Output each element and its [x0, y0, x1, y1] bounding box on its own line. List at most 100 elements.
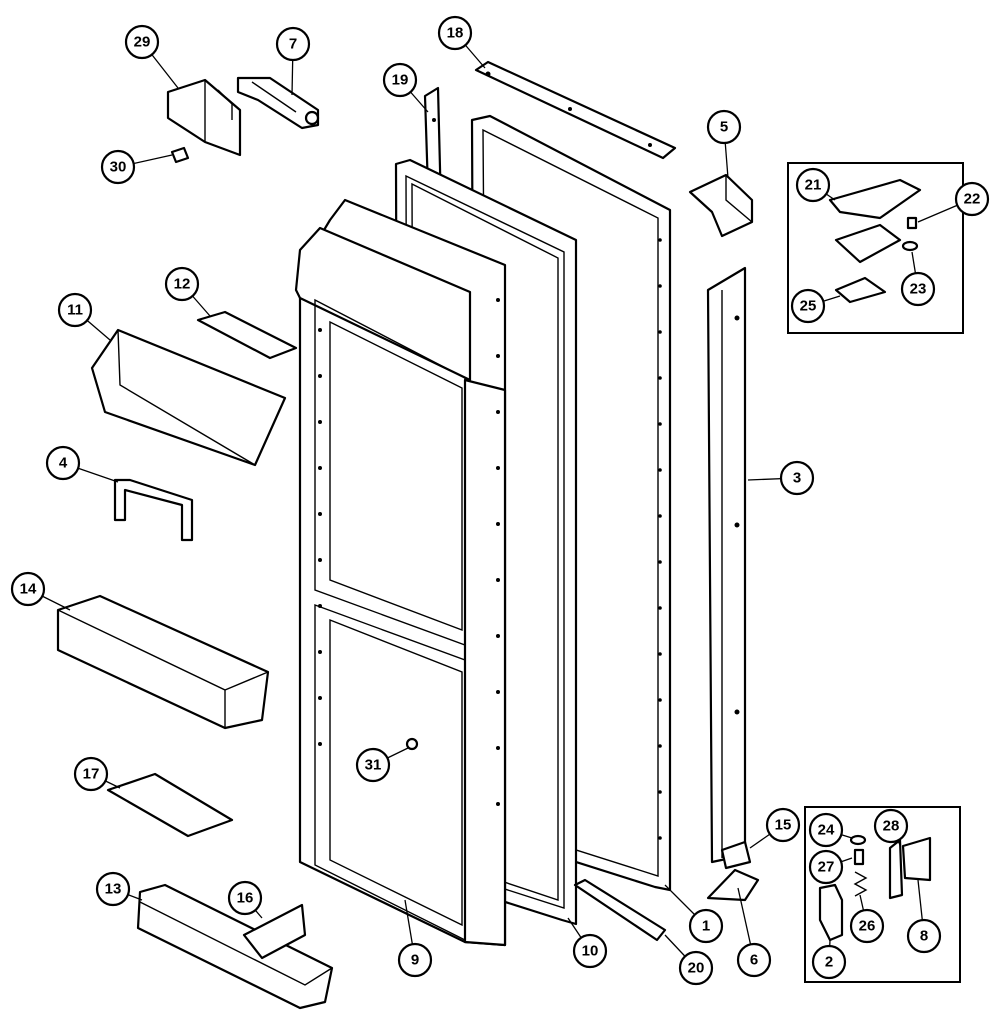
callout-c8: 8 [906, 918, 942, 954]
callout-c13: 13 [95, 871, 131, 907]
callout-number: 26 [859, 918, 876, 935]
callout-circle [790, 288, 826, 324]
callout-number: 19 [392, 72, 409, 89]
callout-number: 2 [825, 954, 833, 971]
callout-c25: 25 [790, 288, 826, 324]
callout-number: 31 [365, 757, 382, 774]
callout-c27: 27 [808, 849, 844, 885]
callout-number: 4 [59, 455, 68, 472]
callout-circle [10, 571, 46, 607]
part-16-guard [242, 903, 307, 960]
callout-number: 3 [793, 470, 801, 487]
callout-circle [808, 812, 844, 848]
callout-number: 28 [883, 818, 900, 835]
callout-c22: 22 [954, 181, 990, 217]
part-30-clip [170, 146, 190, 164]
callout-c7: 7 [275, 26, 311, 62]
callout-circle [849, 908, 885, 944]
part-15-block [720, 840, 752, 870]
callout-c19: 19 [382, 62, 418, 98]
callout-circle [227, 880, 263, 916]
callout-circle [100, 149, 136, 185]
callout-number: 21 [805, 177, 822, 194]
callout-number: 10 [582, 943, 599, 960]
callout-c16: 16 [227, 880, 263, 916]
callout-c31: 31 [355, 747, 391, 783]
part-22-screw [906, 216, 918, 230]
callout-circle [355, 747, 391, 783]
callout-c21: 21 [795, 167, 831, 203]
callout-number: 11 [67, 302, 83, 319]
part-13-bottom-trim [136, 883, 334, 1010]
callout-c30: 30 [100, 149, 136, 185]
callout-c20: 20 [678, 950, 714, 986]
callout-c23: 23 [900, 271, 936, 307]
part-3-channel [706, 266, 747, 864]
part-28-bracket [888, 838, 904, 900]
callout-circle [275, 26, 311, 62]
callout-circle [765, 807, 801, 843]
callout-c9: 9 [397, 942, 433, 978]
part-17-cover [106, 772, 234, 838]
callout-circle [900, 271, 936, 307]
part-6-hinge-bracket [706, 868, 760, 902]
callout-number: 18 [447, 25, 464, 42]
part-9-door-liner [294, 198, 507, 947]
callout-c4: 4 [45, 445, 81, 481]
callout-number: 30 [110, 159, 127, 176]
callout-circle [124, 24, 160, 60]
callout-circle [45, 445, 81, 481]
callout-c3: 3 [779, 460, 815, 496]
callout-number: 15 [775, 817, 792, 834]
callout-circle [736, 942, 772, 978]
callout-number: 24 [818, 822, 835, 839]
callout-number: 1 [702, 918, 710, 935]
part-26-spring [853, 871, 868, 897]
callout-circle [678, 950, 714, 986]
callout-number: 17 [83, 766, 100, 783]
callout-number: 9 [411, 952, 419, 969]
part-24-bushing [849, 834, 867, 846]
part-8-hinge [901, 836, 932, 882]
callouts: 29 7 30 18 19 5 21 22 23 25 1 2 11 4 3 14 31 17 13 16 9 10 20 1… [10, 15, 990, 986]
callout-circle [906, 918, 942, 954]
callout-number: 22 [964, 191, 981, 208]
part-11-dairy-door [90, 328, 287, 467]
callout-c15: 15 [765, 807, 801, 843]
callout-circle [808, 849, 844, 885]
part-18-top-trim [474, 60, 677, 160]
callout-number: 6 [750, 952, 758, 969]
callout-number: 16 [237, 890, 254, 907]
callout-circle [164, 266, 200, 302]
part-31-screw [405, 737, 419, 751]
callout-number: 7 [289, 36, 297, 53]
hinge-kit-top-box [787, 162, 964, 334]
callout-c24: 24 [808, 812, 844, 848]
part-29-bracket [166, 78, 242, 157]
hinge-plate [834, 223, 902, 264]
part-7-switch [236, 76, 320, 130]
part-14-bin [56, 594, 270, 730]
part-23-washer [901, 240, 919, 252]
callout-c11: 11 [57, 292, 93, 328]
callout-c6: 6 [736, 942, 772, 978]
callout-c28: 28 [873, 808, 909, 844]
callout-number: 27 [818, 859, 835, 876]
callout-number: 5 [720, 119, 728, 136]
callout-number: 29 [134, 34, 151, 51]
callout-circle [95, 871, 131, 907]
callout-c1: 1 [688, 908, 724, 944]
part-21-hinge-cap [828, 178, 922, 220]
callout-c5: 5 [706, 109, 742, 145]
hinge-kit-bottom-box [804, 806, 961, 983]
callout-circle [706, 109, 742, 145]
callout-c26: 26 [849, 908, 885, 944]
part-27-pin [853, 848, 865, 866]
callout-c2: 2 [811, 944, 847, 980]
callout-circle [795, 167, 831, 203]
part-12-tray [196, 310, 298, 360]
callout-c18: 18 [437, 15, 473, 51]
callout-c14: 14 [10, 571, 46, 607]
part-20-bottom-strip [573, 878, 667, 942]
